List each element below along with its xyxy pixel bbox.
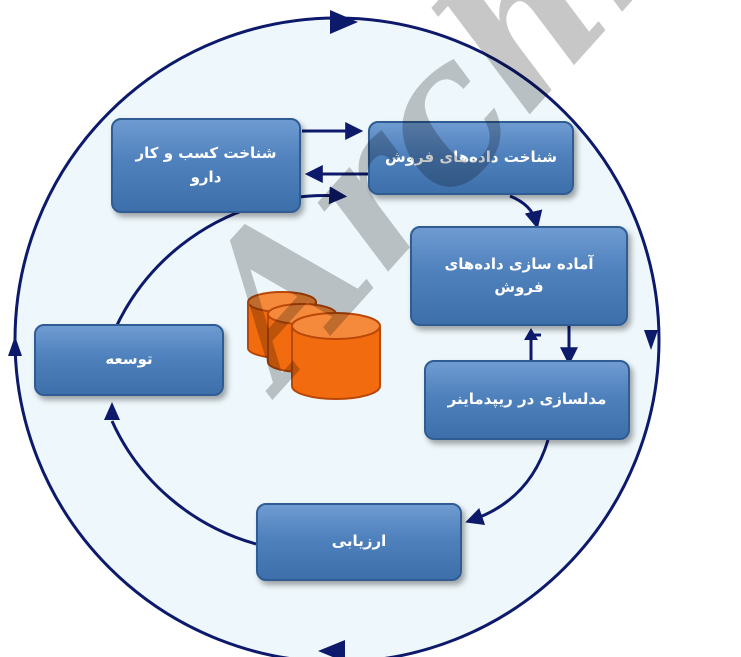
data-preparation-label: آماده سازی داده‌های فروش xyxy=(444,254,594,296)
modeling-box: مدلسازی در ریپدماینر xyxy=(424,360,630,440)
arrow-understanding-to-preparation xyxy=(509,194,543,230)
business-understanding-box: شناخت کسب و کار دارو xyxy=(111,118,301,213)
outer-arrowhead-bottom xyxy=(318,640,345,657)
outer-arrowhead-top xyxy=(330,10,358,34)
data-preparation-box: آماده سازی داده‌های فروش xyxy=(410,226,628,326)
outer-arrowhead-right xyxy=(644,330,658,350)
business-understanding-label: شناخت کسب و کار دارو xyxy=(135,144,277,186)
deployment-box: توسعه xyxy=(34,324,224,396)
evaluation-label: ارزیابی xyxy=(331,532,387,551)
evaluation-box: ارزیابی xyxy=(256,503,462,581)
modeling-label: مدلسازی در ریپدماینر xyxy=(447,390,607,409)
database-icon xyxy=(247,291,381,400)
outer-arrowhead-left xyxy=(8,336,22,356)
inner-arrowhead-left xyxy=(104,402,120,420)
arrow-modeling-to-evaluation xyxy=(465,439,550,525)
data-understanding-box: شناخت داده‌های فروش xyxy=(368,121,574,195)
data-understanding-label: شناخت داده‌های فروش xyxy=(385,148,557,167)
deployment-label: توسعه xyxy=(105,350,153,369)
arrow-modeling-to-preparation-head xyxy=(524,328,538,340)
inner-cycle-arc xyxy=(110,420,257,546)
